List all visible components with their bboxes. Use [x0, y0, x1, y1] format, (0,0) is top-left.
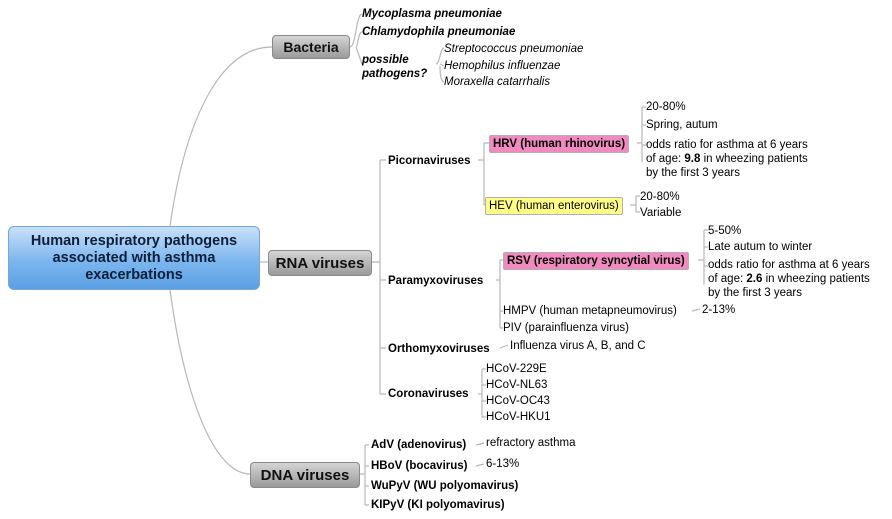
- virus-hmpv: HMPV (human metapneumovirus): [503, 305, 677, 317]
- hev-season: Variable: [640, 207, 682, 219]
- family-orthomyxoviruses: Orthomyxoviruses: [388, 343, 490, 355]
- connector-rsv-detail: [698, 229, 708, 285]
- hrv-odds-suffix: in wheezing patients: [700, 153, 808, 165]
- category-bacteria: Bacteria: [272, 35, 350, 59]
- hev-prevalence: 20-80%: [640, 191, 680, 203]
- family-paramyxoviruses: Paramyxoviruses: [388, 275, 484, 287]
- family-picornaviruses: Picornaviruses: [388, 155, 471, 167]
- rsv-odds-prefix: of age:: [708, 273, 747, 285]
- rsv-odds-line-2: of age: 2.6 in wheezing patients: [708, 272, 870, 286]
- adv-detail: refractory asthma: [486, 437, 576, 449]
- virus-adv: AdV (adenovirus): [371, 439, 467, 451]
- corona-item-229e: HCoV-229E: [486, 363, 547, 375]
- virus-hbov: HBoV (bocavirus): [371, 460, 468, 472]
- bacteria-item-chlamydophila: Chlamydophila pneumoniae: [362, 26, 516, 38]
- root-node: Human respiratory pathogens associated w…: [8, 226, 260, 290]
- hrv-odds-value: 9.8: [684, 153, 701, 165]
- connector-picorna: [478, 142, 489, 206]
- connector-dna: [360, 444, 369, 506]
- corona-item-oc43: HCoV-OC43: [486, 395, 550, 407]
- category-rna-viruses: RNA viruses: [268, 250, 372, 276]
- possible-pathogens-label-2: pathogens?: [362, 68, 428, 80]
- connector-bacteria-brace: [349, 13, 363, 65]
- possible-pathogens-label-1: possible: [362, 54, 409, 66]
- connector-corona: [478, 368, 486, 418]
- dna-label: DNA viruses: [260, 466, 350, 484]
- category-dna-viruses: DNA viruses: [250, 462, 360, 488]
- possible-item-streptococcus: Streptococcus pneumoniae: [444, 43, 584, 55]
- connector-hev-detail: [630, 195, 640, 213]
- rsv-prevalence: 5-50%: [708, 225, 742, 237]
- corona-item-hku1: HCoV-HKU1: [486, 411, 551, 423]
- virus-wupyv: WuPyV (WU polyomavirus): [371, 480, 519, 492]
- bacteria-label: Bacteria: [283, 39, 339, 55]
- possible-item-moraxella: Moraxella catarrhalis: [444, 76, 551, 88]
- connector-hmpv-detail: [691, 308, 701, 312]
- orthomyxo-detail: Influenza virus A, B, and C: [510, 340, 646, 352]
- rna-label: RNA viruses: [275, 254, 365, 272]
- hrv-odds-prefix: of age:: [646, 153, 685, 165]
- hrv-odds-line-3: by the first 3 years: [646, 167, 740, 179]
- corona-item-nl63: HCoV-NL63: [486, 379, 548, 391]
- virus-kipyv: KIPyV (KI polyomavirus): [371, 499, 505, 511]
- connector-hrv-detail: [637, 106, 646, 162]
- hrv-season: Spring, autum: [646, 119, 718, 131]
- rsv-season: Late autum to winter: [708, 241, 813, 253]
- virus-piv: PIV (parainfluenza virus): [503, 322, 629, 334]
- virus-hrv: HRV (human rhinovirus): [489, 135, 630, 153]
- virus-hev: HEV (human enterovirus): [485, 197, 623, 215]
- possible-item-hemophilus: Hemophilus influenzae: [444, 60, 561, 72]
- hrv-prevalence: 20-80%: [646, 101, 686, 113]
- root-title: Human respiratory pathogens associated w…: [30, 232, 238, 283]
- connector-paramyxo: [496, 259, 503, 329]
- rsv-odds-value: 2.6: [746, 273, 763, 285]
- rsv-odds-line-1: odds ratio for asthma at 6 years: [708, 259, 870, 271]
- connector-rna-families: [372, 159, 386, 395]
- hmpv-prevalence: 2-13%: [702, 304, 736, 316]
- connector-orthomyxo: [499, 344, 509, 349]
- rsv-odds-line-3: by the first 3 years: [708, 287, 802, 299]
- hrv-odds-line-1: odds ratio for asthma at 6 years: [646, 139, 808, 151]
- family-coronaviruses: Coronaviruses: [388, 388, 469, 400]
- hbov-detail: 6-13%: [486, 458, 520, 470]
- virus-rsv: RSV (respiratory syncytial virus): [503, 252, 689, 270]
- connector-root-dna: [169, 289, 251, 475]
- connector-adv-detail: [475, 442, 485, 446]
- connector-root-bacteria: [169, 46, 273, 227]
- bacteria-item-mycoplasma: Mycoplasma pneumoniae: [362, 8, 502, 20]
- connector-possible-brace: [435, 47, 445, 83]
- hrv-odds-line-2: of age: 9.8 in wheezing patients: [646, 152, 808, 166]
- rsv-odds-suffix: in wheezing patients: [762, 273, 870, 285]
- connector-hbov-detail: [475, 463, 485, 467]
